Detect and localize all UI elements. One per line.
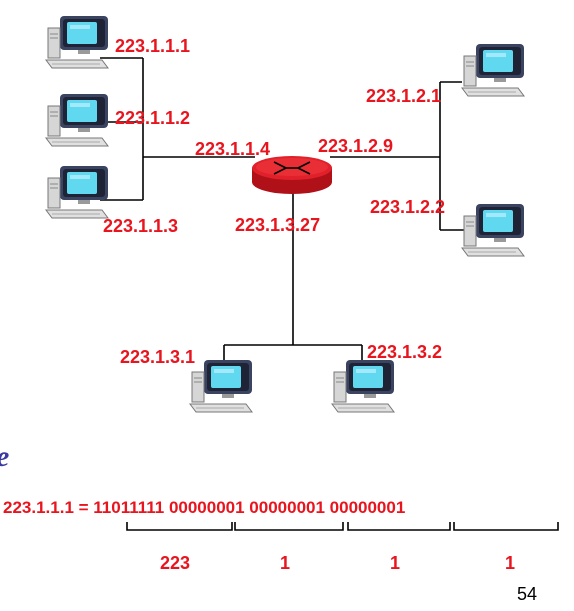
desktop-computer-icon[interactable] xyxy=(189,359,253,413)
host-ip-label: 223.1.3.2 xyxy=(367,342,442,362)
router-interface-label: 223.1.3.27 xyxy=(235,215,320,235)
octet-decimal: 1 xyxy=(505,553,515,573)
partial-heading-text: e xyxy=(0,440,9,473)
desktop-computer-icon[interactable] xyxy=(331,359,395,413)
host-ip-label: 223.1.2.2 xyxy=(370,197,445,217)
router-icon[interactable] xyxy=(252,156,332,194)
octet-brackets xyxy=(126,522,559,531)
desktop-computer-icon[interactable] xyxy=(45,15,109,69)
host-ip-label: 223.1.1.3 xyxy=(103,216,178,236)
desktop-computer-icon[interactable] xyxy=(461,203,525,257)
octet-decimal: 1 xyxy=(390,553,400,573)
router-interface-label: 223.1.2.9 xyxy=(318,136,393,156)
octet-decimal: 223 xyxy=(160,553,190,573)
host-ip-label: 223.1.2.1 xyxy=(366,86,441,106)
router-interface-label: 223.1.1.4 xyxy=(195,139,270,159)
host-ip-label: 223.1.1.1 xyxy=(115,36,190,56)
desktop-computer-icon[interactable] xyxy=(45,165,109,219)
page-number: 54 xyxy=(517,584,537,604)
binary-equation: 223.1.1.1 = 11011111 00000001 00000001 0… xyxy=(3,498,405,517)
subnet-1-links xyxy=(100,57,255,201)
host-ip-label: 223.1.3.1 xyxy=(120,347,195,367)
desktop-computer-icon[interactable] xyxy=(45,93,109,147)
desktop-computer-icon[interactable] xyxy=(461,43,525,97)
octet-decimal: 1 xyxy=(280,553,290,573)
host-ip-label: 223.1.1.2 xyxy=(115,108,190,128)
subnet-2-links xyxy=(330,81,465,231)
